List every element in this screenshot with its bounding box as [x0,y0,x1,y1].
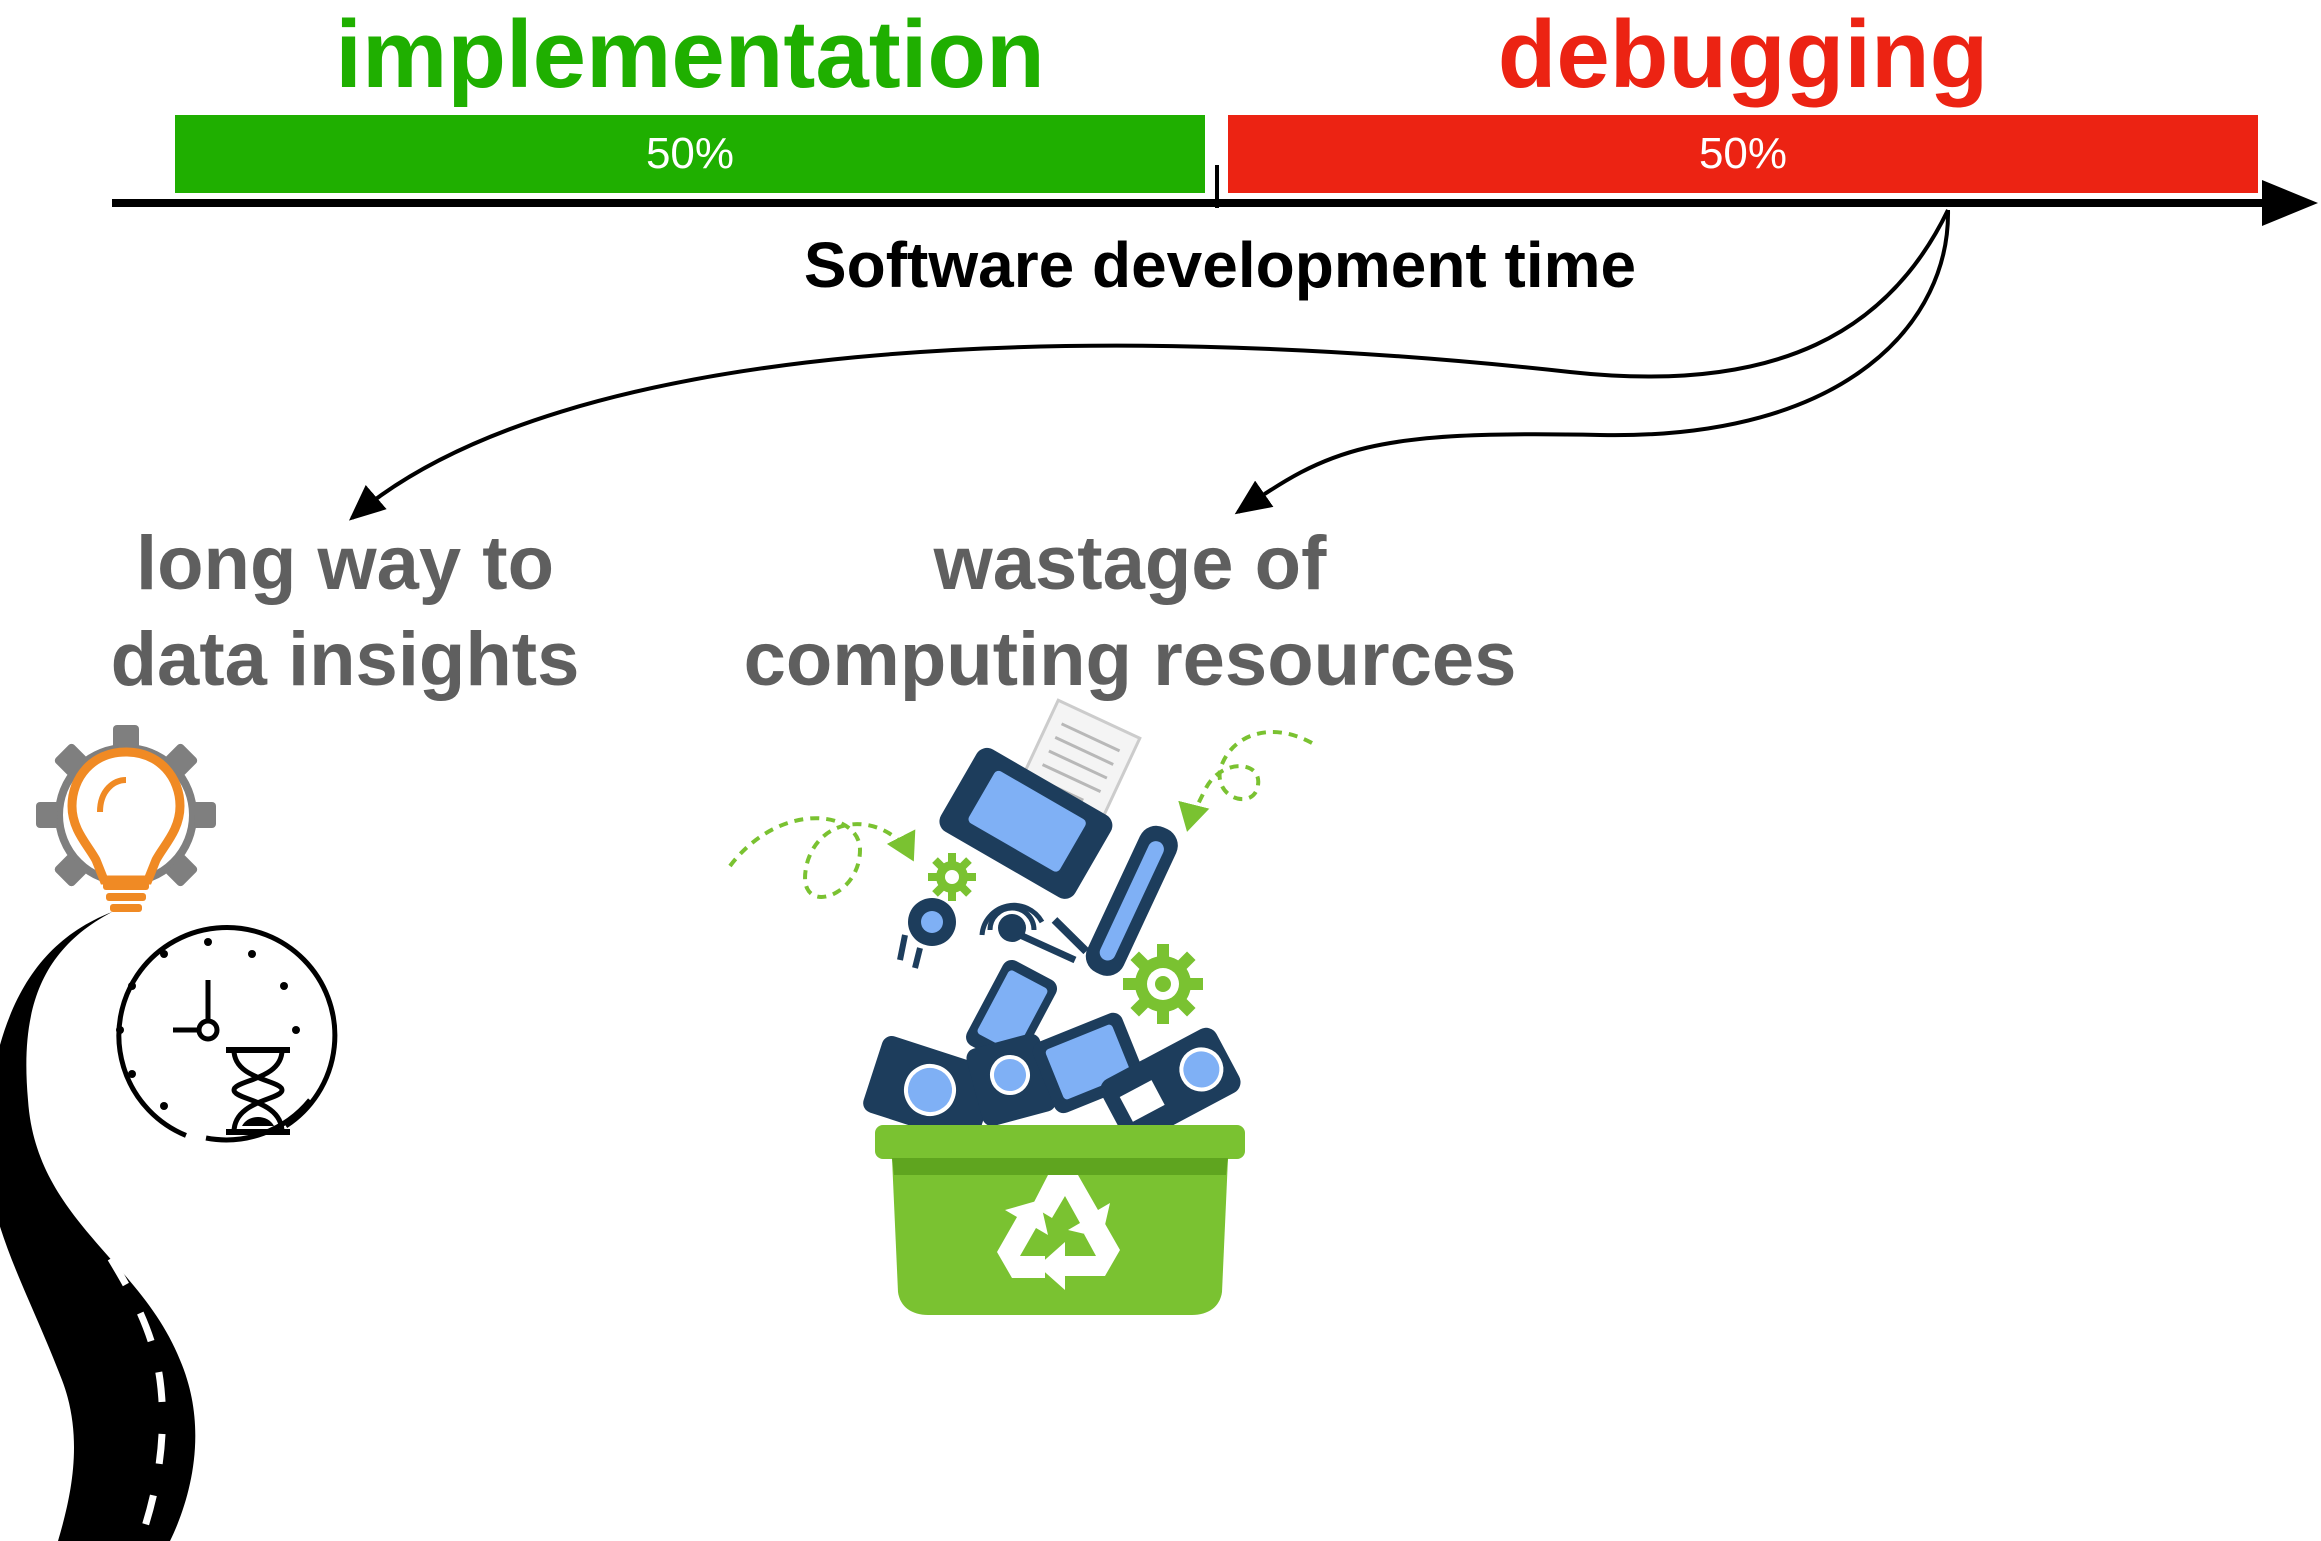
projector-icon [1100,1027,1241,1144]
axis-label: Software development time [803,229,1637,301]
lightbulb-icon [67,747,185,912]
camera-icon [863,1036,997,1144]
recycle-bin-icon [875,1125,1245,1315]
effect-computing-resources-line1: wastage of [933,521,1327,606]
axis-arrow-icon [2262,180,2318,226]
swirl-arrow-right [1178,730,1313,832]
webcam-icon [897,898,956,969]
clock-icon [116,924,338,1143]
hourglass-icon [226,1047,290,1135]
effect-computing-resources-line2: computing resources [743,617,1517,702]
time-axis [112,165,2318,226]
effect-data-insights-line1: long way to [136,521,554,606]
connector-to-data-insights [348,209,1950,521]
effect-computing-resources-label: wastage of computing resources [700,516,1560,708]
small-gear-icon [928,853,976,901]
debugging-label: debugging [1497,1,1989,108]
road-icon [0,912,196,1541]
mouse-icon [979,902,1077,964]
printer-icon [939,747,1113,899]
effect-data-insights-line2: data insights [110,617,580,702]
implementation-label: implementation [335,1,1045,108]
road-clock-lightbulb-icon [0,725,338,1541]
recycle-symbol-icon [997,1175,1120,1290]
debugging-share: 50% [1698,129,1788,178]
phone-icon [966,959,1058,1066]
large-gear-icon [1123,944,1203,1024]
effect-data-insights-label: long way to data insights [60,516,630,708]
debugging-bar: 50% [1228,115,2258,193]
implementation-share: 50% [645,129,735,178]
camera-icon-2 [966,1033,1057,1127]
connector-to-computing-resources [1234,209,1951,515]
swirl-arrow-left [728,816,916,899]
implementation-bar: 50% [175,115,1205,193]
router-icon [1051,825,1178,976]
recycle-bin-devices-icon [728,698,1313,1315]
